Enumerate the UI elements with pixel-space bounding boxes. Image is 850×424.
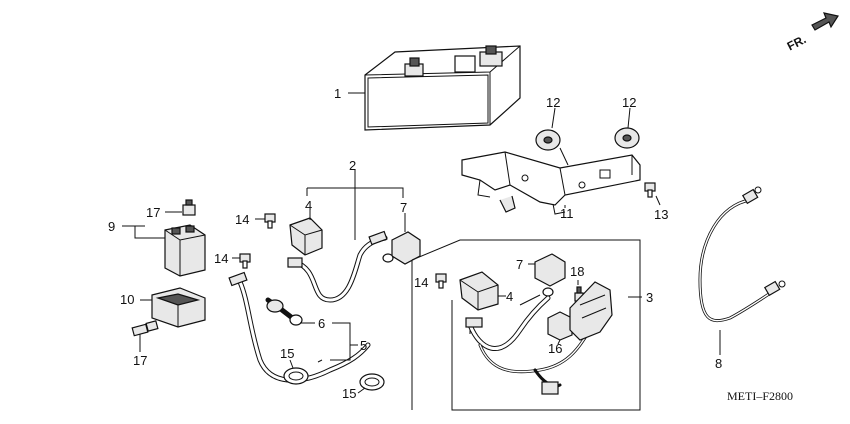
callout-16: 16 — [548, 341, 562, 356]
callout-5: 5 — [360, 338, 367, 353]
bolt-part-14-upper — [264, 213, 276, 229]
terminal-cover-lower — [459, 271, 499, 311]
callout-11: 11 — [560, 206, 574, 221]
bolt-part-14-mid — [239, 253, 251, 269]
relay-holder-part — [151, 287, 206, 328]
callout-12b: 12 — [622, 95, 636, 110]
cable-clamp-15-right — [359, 373, 385, 391]
rubber-washer-left — [535, 129, 561, 151]
callout-18: 18 — [570, 264, 584, 279]
callout-3: 3 — [646, 290, 653, 305]
callout-14c: 14 — [414, 275, 428, 290]
callout-14a: 14 — [235, 212, 249, 227]
direction-label: FR. — [785, 32, 809, 53]
cable-clamp-15-left — [283, 367, 309, 385]
callout-1: 1 — [334, 86, 341, 101]
callout-14b: 14 — [214, 251, 228, 266]
battery-bracket-part — [461, 151, 641, 215]
fuse-box-part — [547, 281, 613, 341]
callout-7b: 7 — [516, 257, 523, 272]
callout-2: 2 — [349, 158, 356, 173]
ground-cable-part — [698, 186, 786, 323]
battery-part — [364, 45, 521, 131]
fuse-part-17-lower — [131, 320, 159, 337]
callout-17b: 17 — [133, 353, 147, 368]
rubber-washer-right — [614, 127, 640, 149]
callout-4a: 4 — [305, 198, 312, 213]
terminal-cover-upper — [289, 217, 323, 256]
callout-7a: 7 — [400, 200, 407, 215]
terminal-cap-lower — [534, 253, 566, 297]
callout-4b: 4 — [506, 289, 513, 304]
callout-10: 10 — [120, 292, 134, 307]
diagram-code: METI–F2800 — [727, 389, 793, 403]
fuse-part-17-upper — [182, 199, 196, 216]
bolt-part-14-lower — [435, 273, 447, 289]
callout-6a: 6 — [318, 316, 325, 331]
terminal-cap-upper — [382, 231, 421, 265]
callout-15b: 15 — [342, 386, 356, 401]
wire-harness-upper — [287, 230, 388, 303]
callout-17a: 17 — [146, 205, 160, 220]
wire-harness-lower — [465, 294, 592, 395]
callout-8: 8 — [715, 356, 722, 371]
callout-12a: 12 — [546, 95, 560, 110]
callout-13: 13 — [654, 207, 668, 222]
callout-15a: 15 — [280, 346, 294, 361]
front-direction-arrow-icon — [811, 12, 839, 31]
starter-relay-part — [164, 224, 206, 277]
callout-9: 9 — [108, 219, 115, 234]
bolt-part-13 — [644, 182, 656, 198]
